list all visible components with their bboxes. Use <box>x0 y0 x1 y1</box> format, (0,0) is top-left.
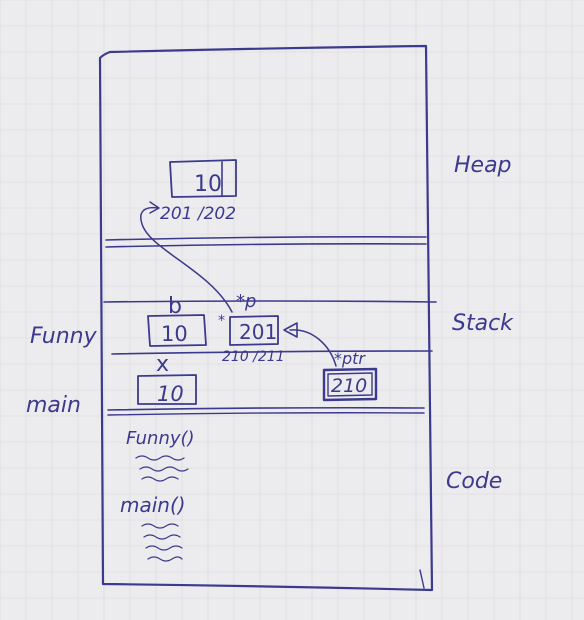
arrow-ptr-to-p <box>289 329 337 367</box>
heap-block-value: 10 <box>194 172 222 197</box>
stack-top-line <box>103 300 437 303</box>
memory-box-corner <box>419 569 425 589</box>
var-b-value: 10 <box>161 322 188 346</box>
heap-block-address: 201 /202 <box>160 204 236 224</box>
stack-code-divider <box>107 406 425 411</box>
var-ptr-name: *ptr <box>334 349 366 368</box>
code-label: Code <box>446 469 502 494</box>
var-p-value: 201 <box>239 320 277 344</box>
var-p-name: *p <box>236 291 256 312</box>
var-x-name: x <box>156 352 169 377</box>
code-scribble-5 <box>143 534 181 540</box>
stack-code-divider-2 <box>107 412 425 416</box>
code-scribble-2 <box>139 466 189 472</box>
var-x-value: 10 <box>157 382 184 406</box>
var-b-name: b <box>168 294 182 319</box>
memory-box <box>98 44 434 592</box>
heap-label: Heap <box>454 153 512 178</box>
var-p-star: * <box>218 313 225 329</box>
var-b-box <box>147 314 207 347</box>
code-scribble-3 <box>141 476 179 482</box>
heap-block-box <box>169 159 237 198</box>
var-p-box <box>229 315 279 346</box>
arrow-p-to-heap <box>140 206 233 313</box>
code-item-funny: Funny() <box>126 428 195 449</box>
var-ptr-box <box>322 367 378 402</box>
frame-label-funny: Funny <box>30 324 98 349</box>
heap-stack-divider-2 <box>105 243 427 248</box>
code-item-main: main() <box>120 493 186 517</box>
stack-label: Stack <box>452 311 514 336</box>
frame-label-main: main <box>26 393 81 418</box>
arrow-ptr-to-p-head <box>283 322 298 338</box>
code-scribble-1 <box>135 455 185 461</box>
code-scribble-7 <box>147 556 183 562</box>
heap-stack-divider <box>105 236 427 241</box>
arrow-p-to-heap-head <box>149 201 160 214</box>
var-ptr-value: 210 <box>331 375 367 397</box>
var-ptr-box-inner <box>327 372 373 397</box>
frame-divider <box>111 350 433 355</box>
code-scribble-4 <box>141 523 179 529</box>
var-x-box <box>137 374 197 405</box>
code-scribble-6 <box>145 545 183 551</box>
var-p-address: 210 /211 <box>222 349 285 365</box>
